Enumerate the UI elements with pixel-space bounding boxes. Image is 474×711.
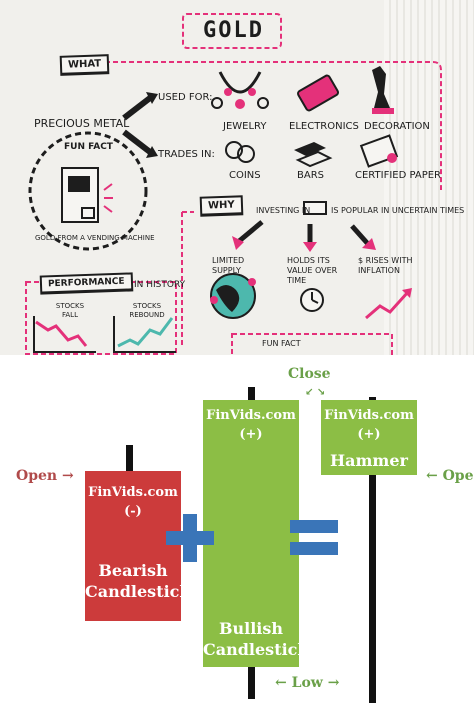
reason-holds-value: HOLDS ITS VALUE OVER TIME: [287, 256, 338, 285]
reason-inflation: $ RISES WITH INFLATION: [358, 256, 413, 275]
gold-bars-stack-icon: [303, 201, 327, 215]
popular-label: IS POPULAR IN UNCERTAIN TIMES: [331, 206, 465, 215]
what-frame-line: [105, 61, 442, 190]
arrow-limited-supply: [236, 220, 264, 244]
decoration-icon: [372, 66, 390, 108]
bearish-name-line1: Bearish: [98, 561, 168, 580]
equals-sign-bottom: [290, 542, 338, 555]
trade-coins: COINS: [229, 170, 261, 181]
why-frame-line: [181, 211, 194, 348]
close-arrows: ↙ ↘: [305, 387, 326, 398]
electronics-icon: [297, 74, 339, 112]
bearish-candlestick: FinVids.com (-) Bearish Candlestick: [85, 471, 191, 621]
equals-sign-top: [290, 520, 338, 533]
inflation-graph-icon: [365, 290, 410, 320]
coins-icon: [225, 141, 243, 159]
sketch-title: GOLD: [203, 18, 264, 43]
trades-in-label: TRADES IN:: [158, 149, 215, 160]
arrow-trades-in-head: [146, 146, 158, 158]
bars-icon: [294, 142, 326, 156]
bullish-brand: FinVids.com: [206, 408, 296, 423]
bullish-candlestick: FinVids.com (+) Bullish Candlestick: [203, 400, 309, 667]
fun-fact-circle: [28, 131, 148, 251]
use-jewelry: JEWELRY: [223, 121, 267, 132]
low-label: ← Low →: [275, 675, 340, 691]
title-frame: [182, 13, 282, 49]
open-label-left: Open →: [16, 468, 74, 484]
candlestick-diagram: Close ↙ ↘ FinVids.com (-) Bearish Candle…: [0, 355, 474, 711]
what-tag: WHAT: [59, 54, 110, 76]
performance-tag: PERFORMANCE: [39, 272, 133, 295]
arrow-inflation: [350, 224, 370, 246]
arrow-used-for: [122, 95, 152, 121]
sketch-drawings: [25, 13, 442, 355]
in-history-label: IN HISTORY: [134, 280, 186, 290]
stocks-rebound-label: STOCKS REBOUND: [129, 302, 165, 319]
bullish-name-line1: Bullish: [218, 619, 284, 638]
gold-sketch-panel: GOLD WHAT PRECIOUS METAL USED FOR: TRADE…: [0, 0, 474, 355]
arrow-used-for-head: [146, 92, 158, 104]
bearish-sign: (-): [124, 504, 142, 519]
use-electronics: ELECTRONICS: [289, 121, 359, 132]
hammer-candlestick: FinVids.com (+) Hammer: [321, 400, 417, 475]
fun-fact-text: GOLD FROM A VENDING MACHINE: [35, 234, 155, 242]
arrow-trades-in: [122, 129, 152, 155]
fun-fact-2-label: FUN FACT: [262, 339, 301, 348]
use-decoration: DECORATION: [364, 121, 430, 132]
precious-metal-label: PRECIOUS METAL: [34, 117, 130, 130]
trade-certified-paper: CERTIFIED PAPER: [355, 170, 442, 181]
close-label: Close: [288, 366, 331, 382]
stocks-fall-label: STOCKS FALL: [55, 302, 85, 319]
open-label-right: ← Ope: [426, 468, 474, 484]
stocks-fall-graph: [35, 320, 88, 347]
reason-limited-supply: LIMITED SUPPLY: [212, 256, 245, 275]
investing-in-label: INVESTING IN: [256, 206, 311, 215]
hammer-sign: (+): [357, 427, 381, 442]
stocks-rebound-graph: [117, 317, 174, 348]
hammer-name: Hammer: [330, 451, 408, 470]
hammer-wick: [369, 397, 376, 703]
fun-fact-label: FUN FACT: [64, 142, 113, 152]
plus-sign-vertical: [183, 514, 197, 562]
trade-bars: BARS: [297, 170, 324, 181]
bullish-sign: (+): [239, 427, 263, 442]
used-for-label: USED FOR:: [158, 92, 213, 103]
hammer-brand: FinVids.com: [324, 408, 414, 423]
jewelry-icon: [218, 71, 262, 94]
bearish-name-line2: Candlestick: [85, 582, 191, 601]
bearish-brand: FinVids.com: [88, 485, 178, 500]
fun-fact-2-frame: [231, 333, 393, 355]
napkin-texture: [384, 0, 474, 355]
why-tag: WHY: [199, 195, 243, 217]
bullish-name-line2: Candlestick: [203, 640, 309, 659]
